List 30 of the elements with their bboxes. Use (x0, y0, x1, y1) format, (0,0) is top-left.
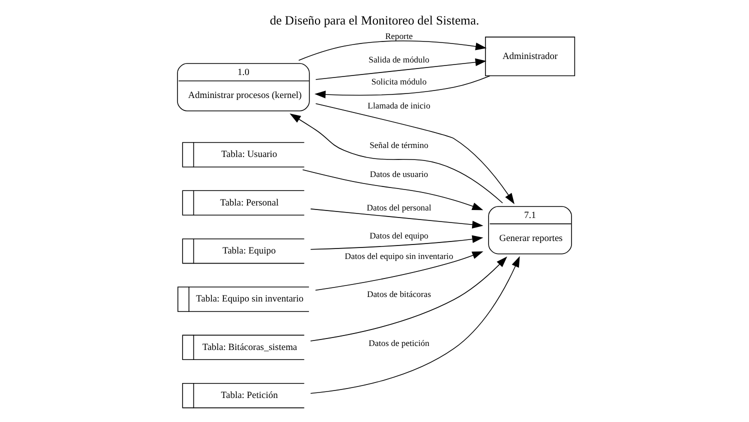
node-text: Tabla: Personal (220, 198, 279, 208)
edge-label: Solicita módulo (371, 76, 427, 87)
node-box: Administrador (485, 36, 576, 76)
arrow (315, 103, 514, 204)
edge-label: Datos de usuario (370, 169, 428, 180)
edge-label: Datos del personal (366, 202, 432, 212)
node-text: Tabla: Equipo (222, 246, 276, 257)
arrow (314, 75, 490, 98)
arrow (315, 251, 484, 291)
edge-label: Reporte (385, 30, 413, 41)
edge-label: Datos de petición (368, 338, 430, 348)
diagram-title: de Diseño para el Monitoreo del Sistema. (270, 14, 480, 28)
edge-label: Señal de término (370, 140, 428, 150)
arrow (310, 208, 484, 228)
node-text: Tabla: Petición (220, 391, 278, 402)
arrow (298, 40, 487, 61)
edge-label: Salida de módulo (368, 54, 430, 65)
node-text: Tabla: Bitácoras_sistema (202, 342, 298, 353)
node-text: Tabla: Usuario (221, 150, 278, 160)
arrow (310, 256, 520, 394)
arrow (315, 58, 486, 80)
edge-label: Datos del equipo sin inventario (344, 251, 454, 262)
arrow (310, 256, 508, 342)
edge-label: Datos del equipo (370, 230, 428, 241)
arrow (302, 169, 484, 210)
edge-label: Datos de bitácoras (366, 289, 432, 300)
arrow (310, 235, 484, 250)
node-text: Tabla: Equipo sin inventario (196, 294, 304, 305)
edge-label: Llamada de inicio (368, 100, 430, 110)
arrow (290, 114, 503, 204)
